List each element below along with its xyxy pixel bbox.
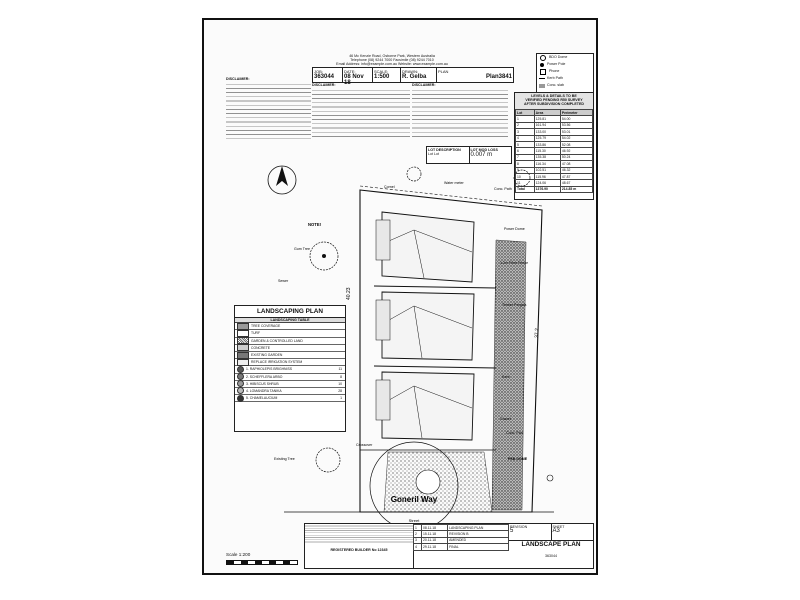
disclaimer-left: DISCLAIMER: [226,77,311,147]
site-label: 1.2m Fibre Fence [500,261,528,265]
drawing-sheet: 46 Mc Kenzie Road, Osborne Park, Western… [202,18,598,575]
north-arrow-icon [267,165,297,195]
job-cell: JOB:363044 [313,68,343,82]
landscaping-subtitle: LANDSCAPING TABLE [235,318,345,324]
site-label: Kerb [502,375,510,379]
cul-de-sac [369,441,459,530]
dwelling-2 [375,291,475,361]
legend-row: 3. HIBISCUS SHRUB 10 [235,380,345,388]
site-label: Gravel [500,417,511,421]
legend-row: EXISTING GARDEN [235,351,345,360]
levels-title: LEVELS & DETAILS TO BE VERIFIED PENDING … [515,93,593,109]
site-label: PED DOME [508,457,528,461]
lot-desc-cell: LOT DESCRIPTION Lot Lot [427,147,470,163]
gravel-strip [491,239,527,511]
scale-text: Scale 1:200 [226,552,251,557]
site-label: Timber Pergola [502,303,526,307]
legend-item: Phone [537,68,593,75]
legend-row: 5. CHAMELAUCIUM 1 [235,394,345,403]
dim-side: 37.2 [534,328,540,338]
site-label: Power Dome [504,227,525,231]
legend-row: TREE COVERAGE [235,322,345,331]
builder-cell: REGISTERED BUILDER No 12345 [305,524,414,568]
site-plan: 40.23 37.2 NOTE! Water meter Retaining P… [274,166,554,530]
site-label: Conc. Path [494,187,512,191]
note-label: NOTE! [308,222,321,227]
site-label: Gum Tree [294,247,310,251]
legend-row: 4. LOMANDRA TANIKA 28 [235,387,345,396]
site-label: Sewer [278,279,289,283]
tree-icon [315,447,341,473]
legend-item: Kerb Path [537,75,593,82]
dwelling-3 [375,371,475,441]
legend-row: TURF [235,329,345,338]
lot-description-box: LOT DESCRIPTION Lot Lot LOT MOD LOSS 0.0… [426,146,512,164]
company-address: 46 Mc Kenzie Road, Osborne Park, Western… [336,54,448,67]
street-name: Goneril Way [391,495,438,504]
lot-loss-cell: LOT MOD LOSS 0.007 m [470,148,498,158]
landscaping-title: LANDSCAPING PLAN [235,306,345,318]
tree-icon [309,241,339,271]
header-block: JOB:363044 DATE:08 Nov 18 SCALE:1:500 DR… [312,67,514,86]
levels-box: LEVELS & DETAILS TO BE VERIFIED PENDING … [514,92,594,200]
drawn-cell: DRAWN:R. Gelba [401,68,437,82]
site-label: Water meter [444,181,464,185]
legend-row: 1. RAPHIOLEPIS BRIGHNISS 11 [235,365,345,374]
legend-item: Power Pole [537,61,593,68]
dome-icon [540,54,546,61]
legend-row: GARDEN & CONTROLLED LAND [235,337,345,345]
disclaimer-mid: DISCLAIMER: [312,83,410,143]
tree-icon [513,169,531,187]
kerb-icon [539,78,545,79]
site-label: Existing Tree [274,457,295,461]
legend-row: CONCRETE [235,344,345,352]
power-pole-icon [540,62,544,67]
legend-item: BDO Dome [537,54,593,61]
site-label: Conc. Pad [506,431,523,435]
top-legend: BDO Dome Power Pole Phone Kerb Path Conc… [536,53,594,93]
disclaimer-right: DISCLAIMER: [412,83,508,143]
landscaping-panel: LANDSCAPING PLAN LANDSCAPING TABLE TREE … [234,305,346,432]
dim-front: 40.23 [346,287,352,300]
date-cell: DATE:08 Nov 18 [343,68,373,86]
site-label: Crossover [356,443,373,447]
slab-icon [539,83,545,88]
plan-title: LANDSCAPE PLAN [521,541,581,548]
legend-row: 2. SCHEFFLERA ARBO 8 [235,373,345,381]
tree-icon [406,166,422,182]
drawing-number: 363044 [545,554,557,558]
legend-item: Conc. slab [537,82,593,89]
scale-cell: SCALE:1:500 [373,68,401,82]
phone-icon [540,68,546,75]
street-sub: Street [409,518,421,523]
site-label: Cornel [384,185,395,189]
legend-row: REPLACE IRRIGATION SYSTEM [235,358,345,367]
dwelling-1 [375,211,475,283]
scale-bar [226,560,298,565]
